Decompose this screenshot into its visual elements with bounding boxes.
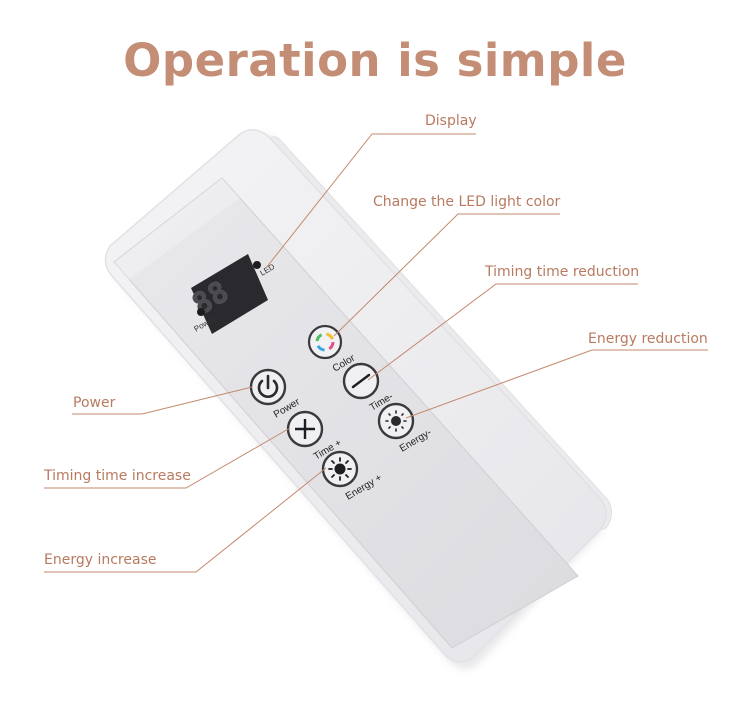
page-title: Operation is simple xyxy=(123,34,627,87)
plus-icon xyxy=(295,419,315,439)
callout-time-increase: Timing time increase xyxy=(44,468,191,484)
callout-energy-reduction: Energy reduction xyxy=(588,331,708,347)
leader-power xyxy=(72,386,253,415)
leader-energy-reduction xyxy=(405,349,708,419)
power-icon xyxy=(257,374,279,398)
time-minus-button[interactable] xyxy=(342,362,380,400)
callout-power: Power xyxy=(73,395,116,411)
energy-plus-button[interactable] xyxy=(321,450,359,488)
callout-energy-increase: Energy increase xyxy=(44,552,157,568)
color-ring-icon xyxy=(315,332,335,352)
leader-led-color xyxy=(333,213,560,337)
leader-energy-increase xyxy=(44,467,327,573)
sun-icon xyxy=(328,457,352,481)
leader-time-increase xyxy=(44,427,291,489)
minus-icon xyxy=(351,373,371,389)
callout-display: Display xyxy=(425,113,477,129)
callout-led-color: Change the LED light color xyxy=(373,194,561,210)
power-indicator-dot xyxy=(197,308,205,316)
energy-minus-button[interactable] xyxy=(377,402,415,440)
time-plus-button[interactable] xyxy=(286,410,324,448)
leader-time-reduction xyxy=(367,283,638,381)
color-button[interactable] xyxy=(307,324,343,360)
power-button[interactable] xyxy=(249,368,287,406)
leader-lines xyxy=(44,133,708,573)
sun-icon xyxy=(385,410,407,432)
leader-display xyxy=(265,133,476,269)
led-indicator-dot xyxy=(253,261,261,269)
callout-time-reduction: Timing time reduction xyxy=(485,264,640,280)
